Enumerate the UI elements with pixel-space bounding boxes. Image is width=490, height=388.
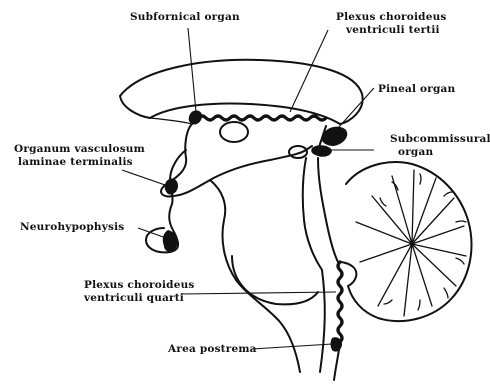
label-ovlt-line1: Organum vasculosum: [14, 143, 145, 155]
leader-subfornical-organ: [188, 28, 196, 112]
leader-pineal-organ: [338, 88, 374, 128]
label-subcommissural-line2: organ: [398, 146, 433, 158]
cerebellum-folia: [356, 170, 466, 316]
subcommissural-organ-shape: [311, 145, 332, 157]
plexus-choroideus-ventriculi-tertii: [198, 116, 326, 120]
medulla-line-1: [320, 270, 325, 372]
leader-plexus-tertii: [290, 30, 328, 112]
label-pineal-organ: Pineal organ: [378, 83, 456, 95]
label-ovlt-line2: laminae terminalis: [18, 156, 133, 168]
plexus-choroideus-ventriculi-quarti: [338, 262, 342, 342]
leader-neurohypophysis: [138, 228, 166, 238]
cerebral-aqueduct-posterior: [318, 158, 338, 262]
label-subfornical-organ: Subfornical organ: [130, 11, 240, 23]
pons-contour: [232, 256, 318, 304]
ovlt-shape: [165, 179, 178, 195]
area-postrema-shape: [331, 337, 343, 351]
third-ventricle-outline: [161, 124, 312, 197]
fornix-line: [150, 118, 192, 124]
interthalamic-adhesion: [220, 122, 248, 142]
leader-plexus-quarti: [182, 292, 336, 294]
label-plexus-tertii-line2: ventriculi tertii: [345, 24, 440, 36]
label-plexus-quarti-line2: ventriculi quarti: [83, 292, 184, 304]
label-subcommissural-line1: Subcommissural: [390, 133, 490, 145]
subfornical-organ-shape: [189, 110, 202, 124]
label-plexus-quarti-line1: Plexus choroideus: [84, 279, 195, 291]
label-neurohypophysis: Neurohypophysis: [20, 221, 124, 233]
label-plexus-tertii-line1: Plexus choroideus: [336, 11, 447, 23]
corpus-callosum-outer: [120, 60, 363, 124]
leader-ovlt: [122, 170, 168, 186]
label-area-postrema: Area postrema: [167, 343, 257, 355]
